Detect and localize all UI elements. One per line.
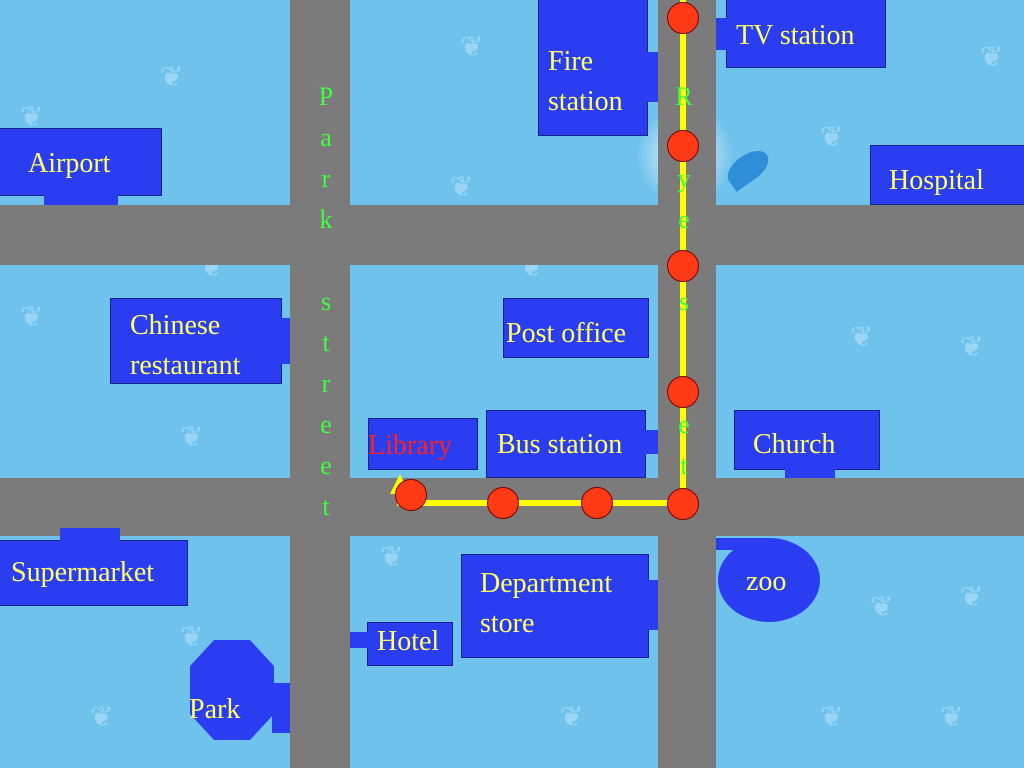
route-stop (667, 488, 699, 520)
route-stop (667, 2, 699, 34)
route-stop (395, 479, 427, 511)
road-park-street (290, 0, 350, 768)
route-stop (667, 130, 699, 162)
department-store-label: Department store (480, 568, 613, 639)
tv-station-tab (716, 18, 728, 50)
route-stop (667, 250, 699, 282)
route-stop (487, 487, 519, 519)
supermarket-label: Supermarket (11, 557, 155, 588)
leaf-icon: ❦ (940, 702, 964, 733)
bus-station-label: Bus station (497, 429, 623, 460)
leaf-icon: ❦ (380, 542, 404, 573)
park-tab (272, 683, 290, 733)
leaf-icon: ❦ (870, 592, 894, 623)
route-stop (581, 487, 613, 519)
leaf-icon: ❦ (160, 62, 184, 93)
route-stop (667, 376, 699, 408)
leaf-icon: ❦ (180, 422, 204, 453)
library-label: Library (368, 430, 452, 461)
chinese-restaurant-label: Chinese restaurant (130, 310, 241, 381)
chinese-restaurant-building[interactable] (110, 298, 282, 384)
chinese-restaurant-tab (280, 318, 290, 364)
tv-station-building[interactable] (726, 0, 886, 68)
fire-station-label: Fire station (548, 46, 623, 117)
church-tab (785, 468, 835, 478)
department-store-tab (647, 580, 658, 630)
leaf-icon: ❦ (820, 122, 844, 153)
supermarket-building[interactable] (0, 540, 188, 606)
leaf-icon: ❦ (850, 322, 874, 353)
fire-station-tab (646, 52, 658, 102)
river-street-name: R y e s e t (675, 82, 693, 480)
supermarket-tab (60, 528, 120, 542)
airport-tab (44, 194, 118, 205)
bus-station-building[interactable] (486, 410, 646, 478)
leaf-icon: ❦ (960, 332, 984, 363)
hotel-tab (350, 632, 368, 648)
hotel-label: Hotel (377, 626, 440, 657)
park-label: Park (189, 694, 241, 725)
church-label: Church (753, 429, 836, 460)
hospital-building[interactable] (870, 145, 1024, 205)
zoo-building[interactable] (718, 538, 820, 622)
leaf-icon: ❦ (450, 172, 474, 203)
park-shape[interactable] (190, 640, 274, 740)
leaf-icon: ❦ (20, 302, 44, 333)
hotel-building[interactable] (367, 622, 453, 666)
post-office-label: Post office (506, 318, 627, 349)
hospital-label: Hospital (889, 165, 984, 196)
leaf-icon: ❦ (960, 582, 984, 613)
bus-station-tab (644, 430, 658, 454)
leaf-icon: ❦ (90, 702, 114, 733)
tv-station-label: TV station (736, 20, 855, 51)
leaf-icon: ❦ (460, 32, 484, 63)
leaf-icon: ❦ (560, 702, 584, 733)
park-street-name: P a r k s t r e e t (318, 82, 334, 521)
library-building[interactable] (368, 418, 478, 470)
department-store-building[interactable] (461, 554, 649, 658)
leaf-icon: ❦ (820, 702, 844, 733)
zoo-label: zoo (746, 566, 787, 597)
leaf-icon: ❦ (980, 42, 1004, 73)
airport-label: Airport (28, 148, 111, 179)
fire-station-building[interactable] (538, 0, 648, 136)
road-horizontal-top (0, 205, 1024, 265)
leaf-icon: ❦ (180, 622, 204, 653)
leaf-icon: ❦ (20, 102, 44, 133)
post-office-building[interactable] (503, 298, 649, 358)
